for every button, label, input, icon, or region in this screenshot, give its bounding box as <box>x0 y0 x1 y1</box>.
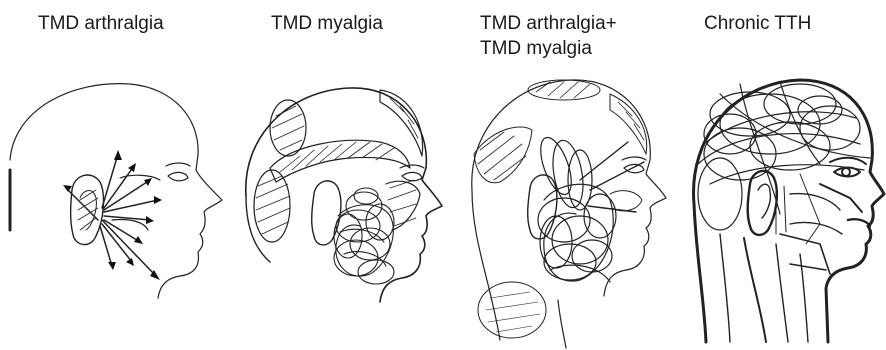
head-illustration-chronic-tth <box>680 74 886 344</box>
panel-label-line: TMD arthralgia <box>38 11 164 36</box>
panel-label-line: TMD arthralgia+ <box>480 11 617 36</box>
panel-tmd-arthralgia: TMD arthralgia <box>0 0 230 349</box>
panel-label: TMD arthralgia+ TMD myalgia <box>480 11 617 61</box>
panel-label: TMD arthralgia <box>38 11 164 36</box>
panel-label: TMD myalgia <box>271 11 383 36</box>
panel-label-line: TMD myalgia <box>271 11 383 36</box>
panel-label-line: TMD myalgia <box>480 36 617 61</box>
head-illustration-arthralgia <box>0 70 230 350</box>
head-illustration-myalgia <box>230 76 460 346</box>
panel-tmd-arthralgia-myalgia: TMD arthralgia+ TMD myalgia <box>460 0 680 349</box>
panel-label: Chronic TTH <box>704 11 811 36</box>
panel-chronic-tth: Chronic TTH <box>680 0 886 349</box>
head-illustration-combined <box>460 70 680 350</box>
panel-label-line: Chronic TTH <box>704 11 811 36</box>
panel-tmd-myalgia: TMD myalgia <box>230 0 460 349</box>
